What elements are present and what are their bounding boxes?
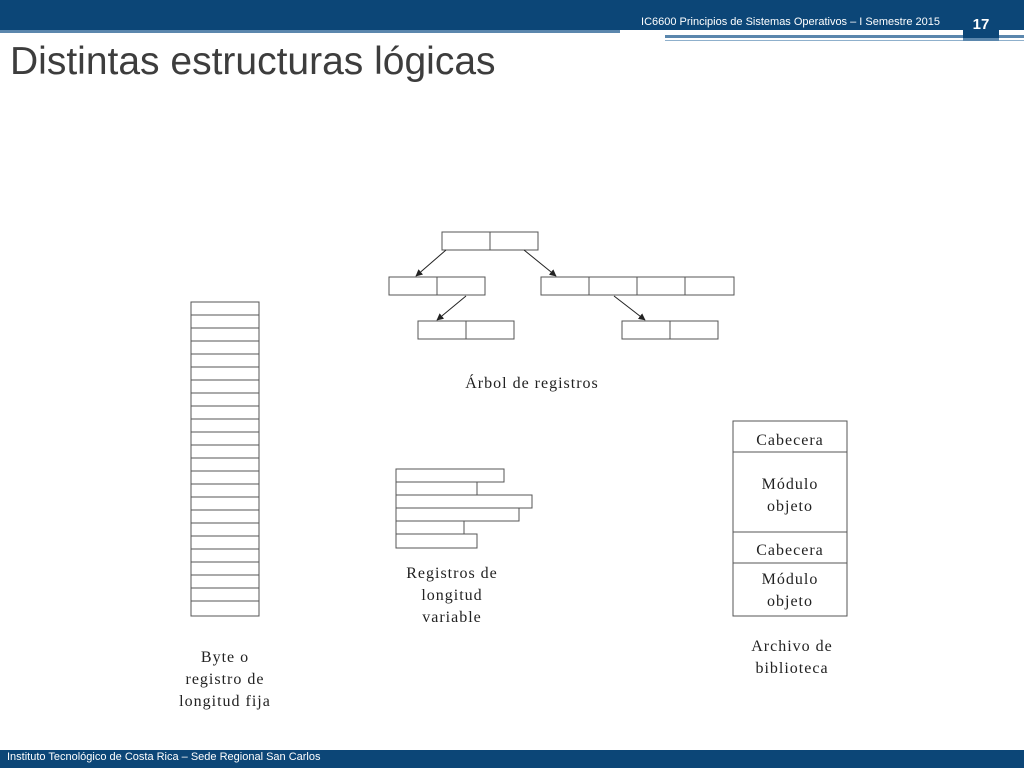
variable-label-line1: Registros de (406, 565, 498, 582)
library-module-2-line1: Módulo (762, 571, 819, 588)
slide-title: Distintas estructuras lógicas (10, 40, 496, 83)
library-module-2-line2: objeto (767, 593, 813, 610)
top-accent-line-right-thin (665, 40, 1024, 41)
top-accent-line-right (665, 35, 1024, 38)
fixed-label-line2: registro de (186, 671, 265, 688)
variable-label-line3: variable (422, 609, 482, 626)
record-tree (388, 231, 735, 340)
library-header-1: Cabecera (756, 432, 824, 449)
library-module-1-line2: objeto (767, 498, 813, 515)
fixed-label-line3: longitud fija (179, 693, 271, 710)
variable-length-records (395, 468, 533, 549)
library-label-line1: Archivo de (751, 638, 833, 655)
footer-text: Instituto Tecnológico de Costa Rica – Se… (7, 751, 321, 763)
variable-label-line2: longitud (421, 587, 482, 604)
tree-label: Árbol de registros (465, 373, 599, 392)
library-header-2: Cabecera (756, 542, 824, 559)
footer-bar: Instituto Tecnológico de Costa Rica – Se… (0, 750, 1024, 768)
fixed-label-line1: Byte o (201, 649, 249, 666)
library-label-line2: biblioteca (755, 660, 828, 677)
fixed-length-records (190, 301, 260, 617)
top-accent-line (0, 30, 620, 33)
library-file (732, 420, 848, 617)
page-number: 17 (963, 10, 999, 41)
course-title: IC6600 Principios de Sistemas Operativos… (641, 16, 940, 28)
top-bar (0, 0, 1024, 30)
library-module-1-line1: Módulo (762, 476, 819, 493)
